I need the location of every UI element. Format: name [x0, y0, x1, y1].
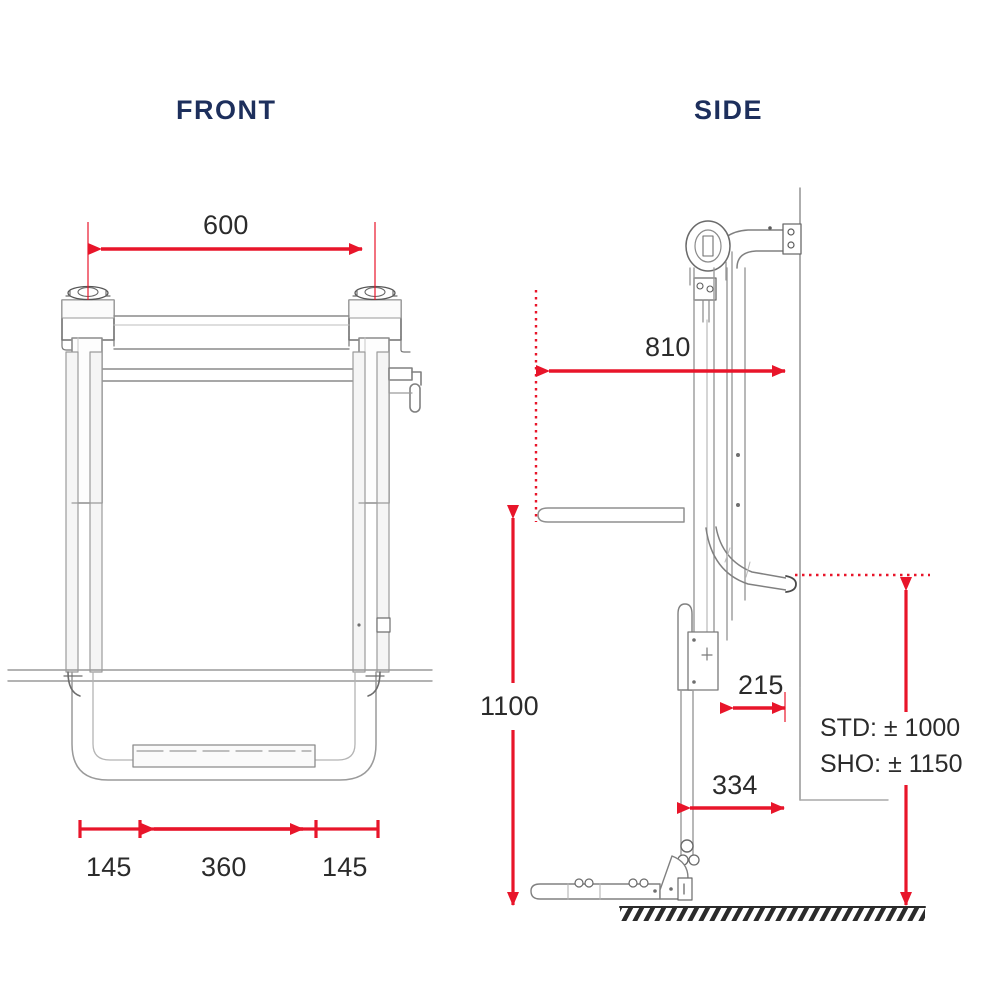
dim-label-145-left: 145 — [86, 852, 132, 882]
front-crank-handle — [388, 367, 422, 413]
dim-label-334: 334 — [712, 770, 758, 800]
side-lower-latch-block — [677, 603, 719, 691]
dim-label-600: 600 — [203, 210, 249, 240]
side-note-reference-lines — [799, 687, 889, 801]
front-bracket-right — [348, 285, 411, 353]
front-column-left — [65, 337, 103, 673]
side-armrest-bar — [537, 507, 685, 523]
front-view-title: FRONT — [176, 95, 277, 125]
side-view-title: SIDE — [694, 95, 764, 125]
dim-label-810: 810 — [645, 332, 691, 362]
ground-hatch — [619, 906, 926, 921]
side-lower-curved-support — [705, 526, 797, 593]
front-footrest-frame — [63, 671, 385, 781]
note-sho: SHO: ± 1150 — [820, 750, 963, 778]
dim-label-215: 215 — [738, 670, 784, 700]
front-seat-plate — [7, 669, 433, 682]
front-upper-crossbar — [113, 315, 350, 350]
side-foot-plate — [530, 855, 693, 901]
front-column-right — [352, 337, 391, 673]
note-std: STD: ± 1000 — [820, 714, 961, 742]
front-view-geometry — [7, 285, 433, 781]
dim-label-145-right: 145 — [322, 852, 368, 882]
side-view-dimensions — [507, 290, 930, 906]
front-lower-crossbar — [87, 368, 376, 382]
side-main-mast — [693, 267, 728, 641]
dim-label-1100: 1100 — [480, 691, 539, 721]
side-lower-mast — [677, 689, 700, 866]
side-view-geometry — [530, 187, 926, 921]
front-view-dimensions — [78, 222, 380, 838]
dim-label-360: 360 — [201, 852, 247, 882]
side-pivot-head — [685, 220, 731, 323]
